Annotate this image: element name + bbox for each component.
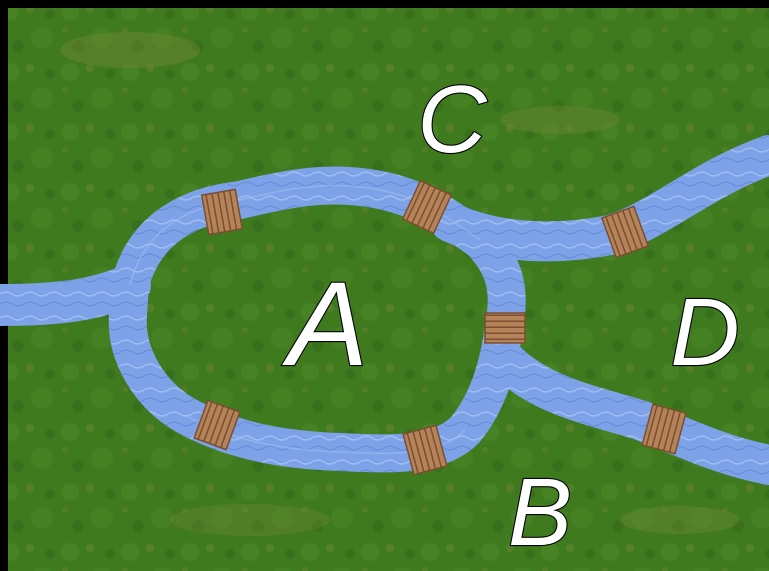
region-label-a: A [282,257,368,391]
region-label-d: D [670,279,739,386]
bridge-1 [202,189,242,234]
region-label-c: C [417,66,487,173]
region-label-b: B [508,459,572,566]
grass-patch [170,504,330,536]
grass-patch [620,506,740,534]
bridge-4 [485,313,525,343]
grass-patch [500,106,620,134]
grass-patch [60,32,200,68]
